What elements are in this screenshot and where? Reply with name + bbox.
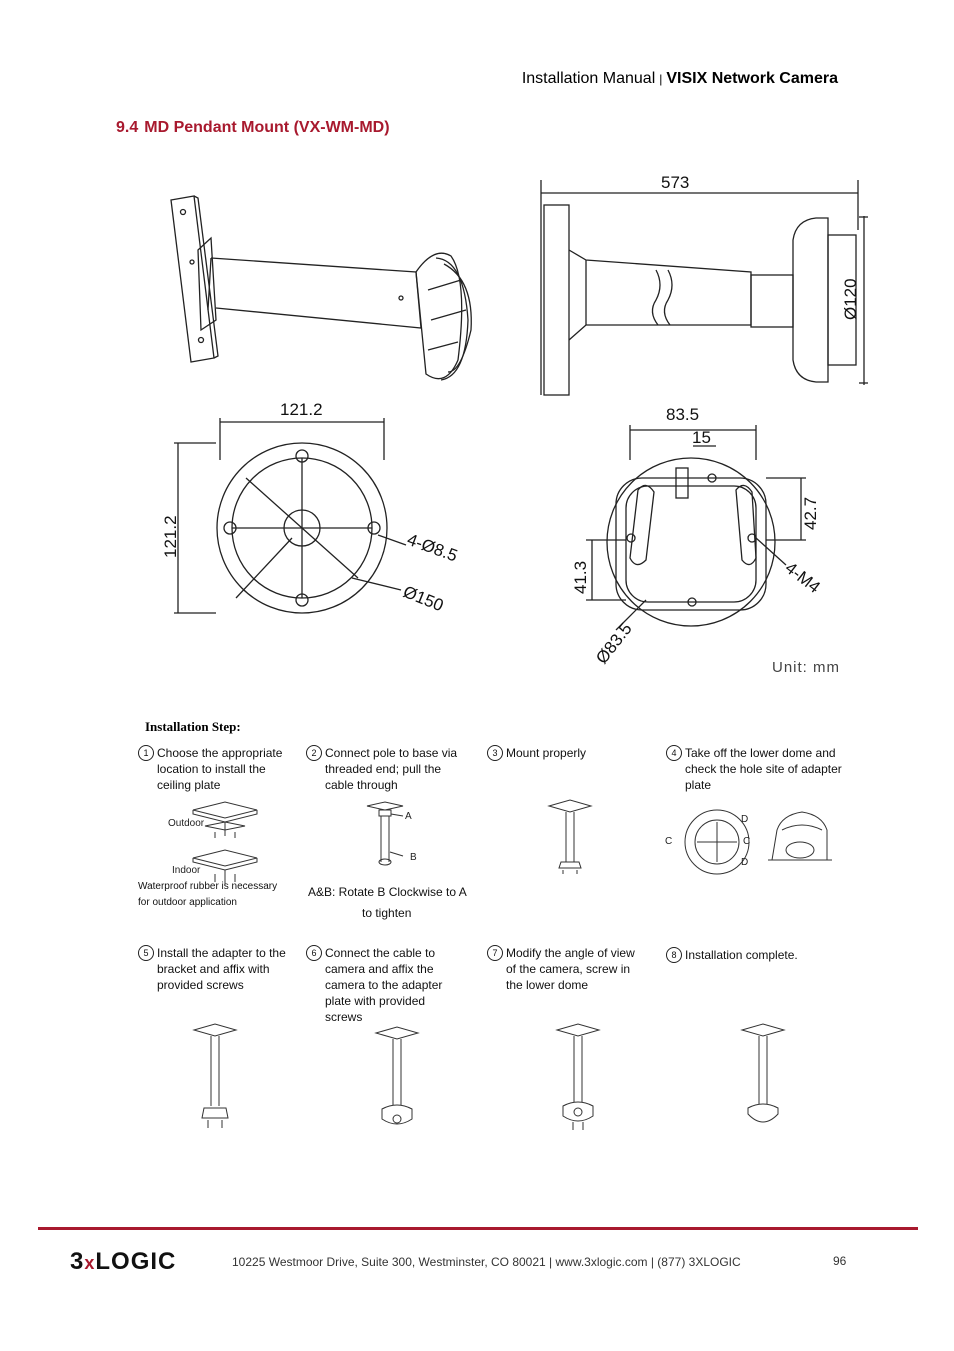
section-number: 9.4 — [116, 119, 139, 136]
section-title: MD Pendant Mount (VX-WM-MD) — [144, 119, 390, 136]
step-8: 8 Installation complete. — [666, 947, 836, 963]
footer-address: 10225 Westmoor Drive, Suite 300, Westmin… — [232, 1255, 741, 1269]
page-number: 96 — [833, 1254, 847, 1268]
label-b: B — [410, 852, 417, 863]
rotate-note-line-2: to tighten — [362, 906, 412, 920]
pole-connect-figure — [366, 801, 404, 866]
step-number: 6 — [306, 945, 322, 961]
outdoor-label: Outdoor — [168, 818, 205, 829]
step-number: 2 — [306, 745, 322, 761]
lower-dome-figure — [684, 809, 832, 875]
drawing-svg: 573 Ø120 121.2 121.2 4-Ø8.5 Ø150 83.5 15… — [161, 173, 868, 676]
dim-diameter-83: Ø83.5 — [592, 619, 635, 667]
footer-rule — [38, 1227, 918, 1230]
dim-width-top: 121.2 — [280, 400, 323, 419]
connect-camera-figure — [374, 1026, 420, 1125]
dim-adapter-width: 83.5 — [666, 405, 699, 424]
dim-holes: 4-Ø8.5 — [405, 530, 460, 566]
company-logo: 3xLOGIC — [70, 1248, 176, 1276]
label-d-top: D — [741, 814, 749, 825]
rotate-note-line-1: A&B: Rotate B Clockwise to A — [308, 885, 467, 899]
header-separator: | — [659, 72, 663, 86]
label-c-right: C — [743, 836, 751, 847]
step-6: 6 Connect the cable to camera and affix … — [306, 945, 456, 1025]
label-d-bottom: D — [741, 857, 749, 868]
mount-properly-figure — [547, 799, 593, 874]
step-text: Install the adapter to the bracket and a… — [157, 946, 286, 992]
step-number: 4 — [666, 745, 682, 761]
page-header: Installation Manual|VISIX Network Camera — [522, 70, 838, 88]
step-text: Mount properly — [506, 746, 587, 760]
step-number: 7 — [487, 945, 503, 961]
installation-complete-figure — [740, 1023, 786, 1123]
step-5: 5 Install the adapter to the bracket and… — [138, 945, 288, 993]
step-number: 8 — [666, 947, 682, 963]
step-text: Connect pole to base via threaded end; p… — [325, 746, 458, 792]
dim-offset: 15 — [692, 428, 711, 447]
dim-diameter-150: Ø150 — [401, 582, 447, 615]
dim-width-side: 121.2 — [161, 515, 180, 558]
label-c-left: C — [665, 836, 673, 847]
logo-text: LOGIC — [95, 1248, 177, 1275]
adapter-install-figure — [192, 1023, 238, 1128]
step-text: Connect the cable to camera and affix th… — [325, 946, 443, 1024]
manual-label: Installation Manual — [521, 70, 656, 87]
step-2: 2 Connect pole to base via threaded end;… — [306, 745, 466, 793]
step-number: 1 — [138, 745, 154, 761]
step-number: 5 — [138, 945, 154, 961]
step-4: 4 Take off the lower dome and check the … — [666, 745, 851, 793]
waterproof-note-line-2: for outdoor application — [138, 897, 237, 908]
step-text: Take off the lower dome and check the ho… — [685, 746, 842, 792]
dim-length: 573 — [661, 173, 689, 192]
base-plate-top-view — [174, 418, 407, 614]
indoor-label: Indoor — [172, 865, 201, 876]
side-view-drawing — [540, 180, 868, 396]
waterproof-note-line-1: Waterproof rubber is necessary — [138, 881, 278, 892]
dim-height-41: 41.3 — [571, 561, 590, 594]
technical-drawing: 573 Ø120 121.2 121.2 4-Ø8.5 Ø150 83.5 15… — [116, 160, 892, 680]
logo-x: x — [84, 1253, 96, 1273]
unit-label: Unit: mm — [772, 659, 840, 676]
logo-numeral: 3 — [70, 1248, 85, 1275]
step-text: Choose the appropriate location to insta… — [157, 746, 283, 792]
step-1: 1 Choose the appropriate location to ins… — [138, 745, 293, 793]
section-heading: 9.4 MD Pendant Mount (VX-WM-MD) — [116, 119, 390, 137]
label-a: A — [405, 811, 412, 822]
step-number: 3 — [487, 745, 503, 761]
step-text: Installation complete. — [685, 948, 798, 962]
isometric-mount-drawing — [170, 195, 472, 381]
dim-diameter-120: Ø120 — [841, 278, 860, 320]
product-title: VISIX Network Camera — [666, 70, 838, 87]
ceiling-plate-figure — [192, 801, 258, 884]
adapter-plate-view — [586, 425, 806, 631]
dim-height-42: 42.7 — [801, 497, 820, 530]
modify-angle-figure — [555, 1023, 601, 1130]
step-7: 7 Modify the angle of view of the camera… — [487, 945, 647, 993]
step-3: 3 Mount properly — [487, 745, 637, 761]
dim-screws: 4-M4 — [782, 558, 824, 597]
installation-steps-title: Installation Step: — [145, 719, 241, 734]
step-text: Modify the angle of view of the camera, … — [506, 946, 635, 992]
